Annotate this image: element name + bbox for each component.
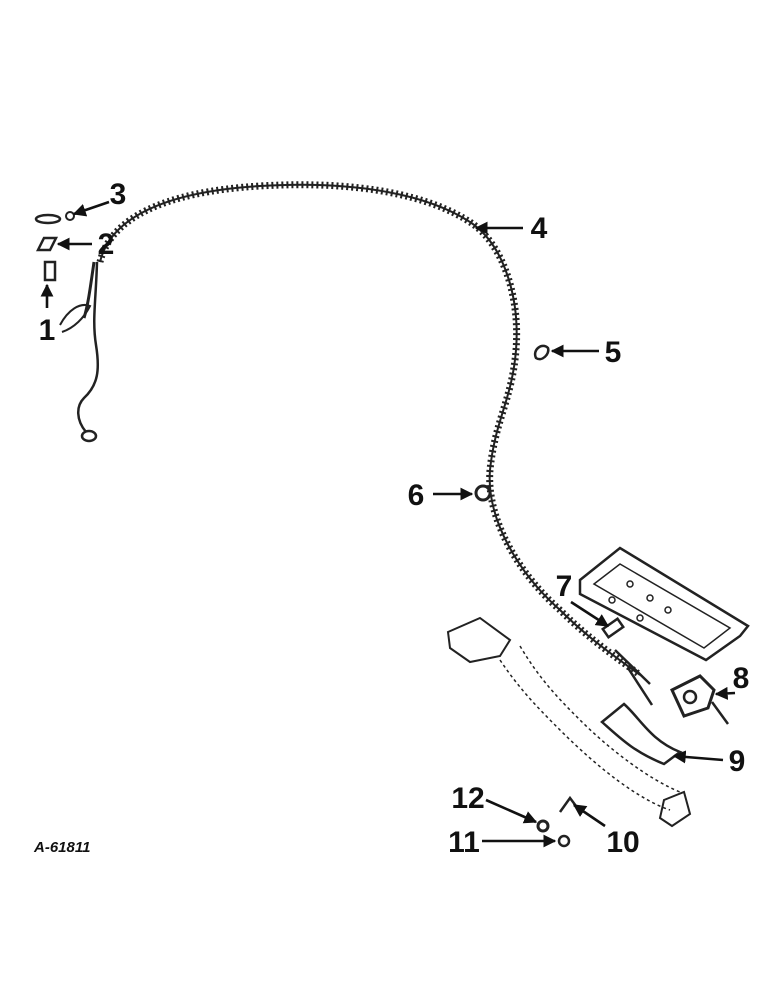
callout-6: 6: [408, 479, 425, 512]
connector-plug: [43, 260, 92, 333]
callout-4: 4: [531, 212, 548, 245]
callout-2: 2: [98, 228, 115, 261]
leader-lines: [40, 200, 736, 848]
callout-11: 11: [448, 826, 480, 859]
mounting-plate: [578, 546, 750, 662]
drawing-id: A-61811: [33, 839, 90, 856]
grommet: [474, 484, 492, 502]
callout-9: 9: [729, 745, 746, 778]
callout-5: 5: [605, 336, 622, 369]
lever-assembly: [446, 616, 692, 828]
hardware-nut: [557, 834, 571, 848]
shield-plate: [600, 702, 683, 766]
cable-clamp: [34, 211, 75, 225]
callout-1: 1: [39, 314, 56, 347]
callout-3: 3: [110, 178, 127, 211]
callout-12: 12: [451, 782, 484, 815]
callout-8: 8: [733, 662, 750, 695]
callout-10: 10: [606, 826, 639, 859]
hardware-bolt: [536, 819, 550, 833]
callout-7: 7: [556, 570, 573, 603]
harness-clip: [533, 344, 550, 361]
switch-body: [670, 674, 730, 725]
wiring-harness: [77, 181, 654, 706]
wire-sleeve: [601, 617, 625, 639]
bracket-clip: [35, 236, 59, 252]
hardware-pin: [558, 795, 577, 813]
